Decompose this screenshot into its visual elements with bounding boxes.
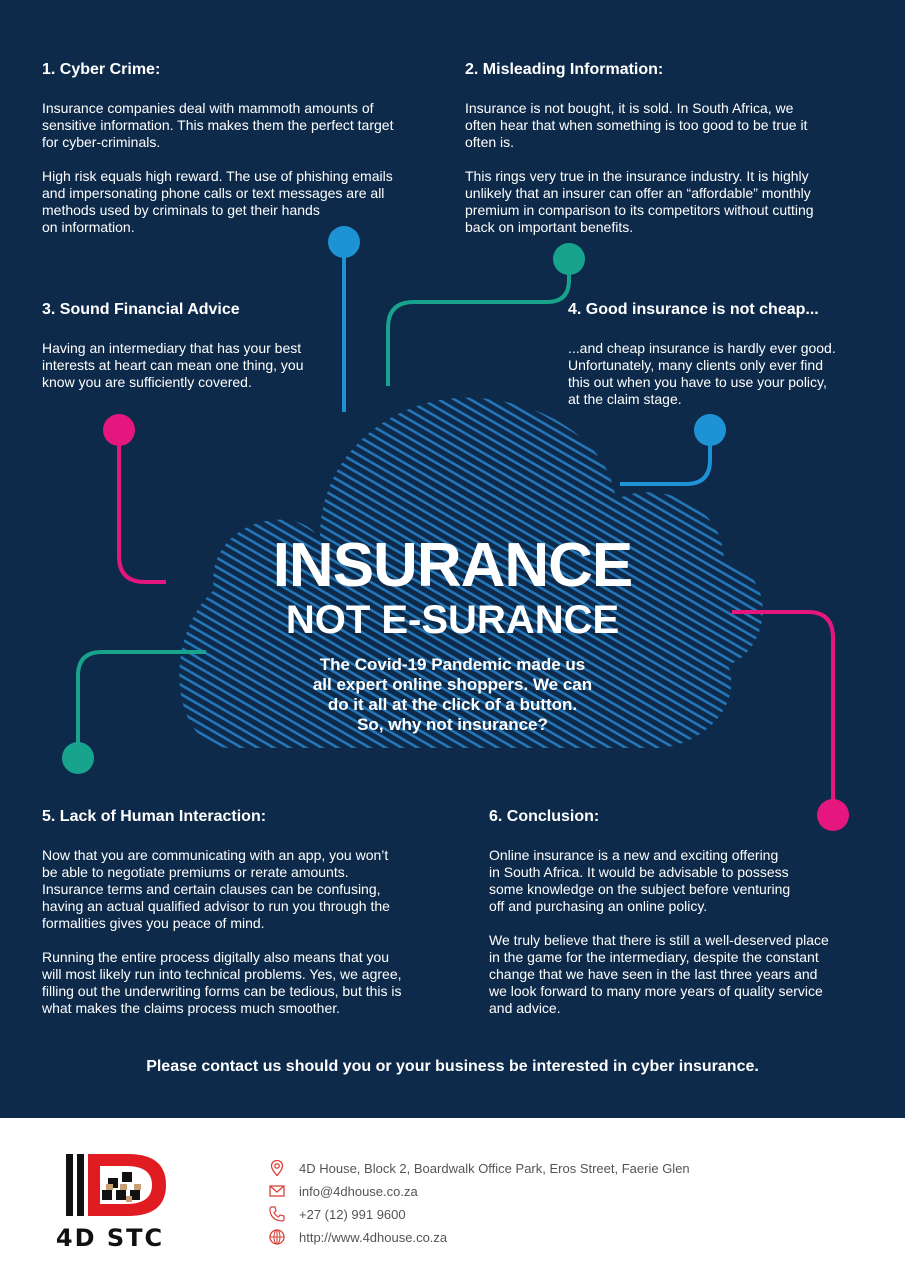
section-paragraph: Now that you are communicating with an a…: [42, 847, 390, 931]
section-paragraph: Insurance companies deal with mammoth am…: [42, 100, 394, 150]
hero-body: The Covid-19 Pandemic made us all expert…: [312, 655, 593, 734]
section-good-insurance: 4. Good insurance is not cheap... ...and…: [568, 300, 878, 408]
connector-dot-magenta-2: [817, 799, 849, 831]
phone-icon: [269, 1206, 285, 1222]
company-logo: 4D STC: [40, 1150, 190, 1260]
hero: INSURANCE NOT E-SURANCE The Covid-19 Pan…: [200, 535, 705, 735]
section-sound-financial-advice: 3. Sound Financial Advice Having an inte…: [42, 300, 362, 391]
connector-dot-magenta-1: [103, 414, 135, 446]
section-conclusion: 6. Conclusion: Online insurance is a new…: [489, 807, 879, 1017]
section-lack-of-human-interaction: 5. Lack of Human Interaction: Now that y…: [42, 807, 452, 1017]
address-item: 4D House, Block 2, Boardwalk Office Park…: [268, 1157, 690, 1179]
email-item[interactable]: info@4dhouse.co.za: [268, 1180, 418, 1202]
section-paragraph: High risk equals high reward. The use of…: [42, 168, 393, 235]
logo-text: 4D STC: [55, 1224, 165, 1252]
section-paragraph: Having an intermediary that has your bes…: [42, 340, 304, 390]
connector-line-magenta-1: [117, 430, 166, 584]
section-title: 1. Cyber Crime:: [42, 61, 161, 78]
section-title: 2. Misleading Information:: [465, 61, 664, 78]
section-paragraph: Online insurance is a new and exciting o…: [489, 847, 791, 914]
section-title: 3. Sound Financial Advice: [42, 301, 240, 318]
section-paragraph: ...and cheap insurance is hardly ever go…: [568, 340, 836, 407]
section-paragraph: Insurance is not bought, it is sold. In …: [465, 100, 808, 150]
section-title: 6. Conclusion:: [489, 808, 600, 825]
decorative-graphics: [62, 226, 849, 831]
connector-dot-blue-2: [694, 414, 726, 446]
connector-line-teal-2: [76, 650, 206, 758]
globe-icon: [269, 1229, 285, 1245]
connector-line-blue-2: [620, 430, 712, 486]
connector-dot-teal-1: [553, 243, 585, 275]
location-pin-icon: [270, 1159, 284, 1177]
phone-item[interactable]: +27 (12) 991 9600: [268, 1203, 406, 1225]
footer: 4D STC 4D House, Block 2, Boardwalk Offi…: [0, 1118, 905, 1280]
cloud-shape: [179, 397, 763, 749]
section-title: 5. Lack of Human Interaction:: [42, 808, 267, 825]
connector-line-teal-1: [386, 259, 571, 386]
connector-line-magenta-2: [732, 610, 835, 815]
mail-icon: [269, 1185, 285, 1197]
section-paragraph: This rings very true in the insurance in…: [465, 168, 814, 235]
website-item[interactable]: http://www.4dhouse.co.za: [268, 1226, 447, 1248]
website-link[interactable]: http://www.4dhouse.co.za: [299, 1229, 448, 1245]
section-paragraph: We truly believe that there is still a w…: [489, 932, 829, 1016]
phone-link[interactable]: +27 (12) 991 9600: [299, 1206, 406, 1222]
email-link[interactable]: info@4dhouse.co.za: [299, 1183, 418, 1199]
logo-mark-icon: [66, 1154, 166, 1216]
section-cyber-crime: 1. Cyber Crime: Insurance companies deal…: [42, 60, 442, 236]
hero-title: INSURANCE: [272, 531, 634, 600]
hero-subtitle: NOT E-SURANCE: [285, 598, 620, 642]
section-title: 4. Good insurance is not cheap...: [568, 301, 819, 318]
poster: 1. Cyber Crime: Insurance companies deal…: [0, 0, 905, 1118]
section-paragraph: Running the entire process digitally als…: [42, 949, 402, 1016]
connector-dot-teal-2: [62, 742, 94, 774]
section-misleading-information: 2. Misleading Information: Insurance is …: [465, 60, 875, 236]
contact-call-to-action: Please contact us should you or your bus…: [146, 1058, 759, 1075]
connector-dot-blue-1: [328, 226, 360, 258]
address-text: 4D House, Block 2, Boardwalk Office Park…: [299, 1160, 690, 1176]
